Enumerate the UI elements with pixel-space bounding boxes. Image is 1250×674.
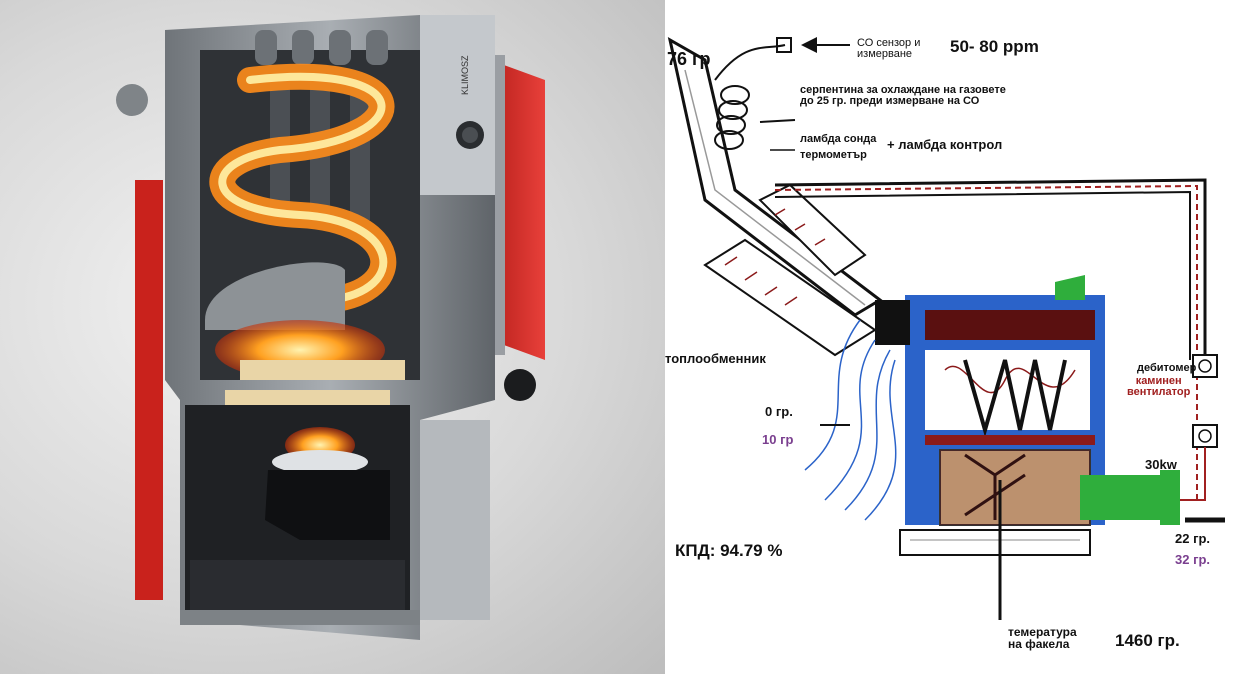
flow-meter-label: дебитомер [1137,362,1197,374]
cooling-coil [714,44,786,150]
chimney-fan-label: каминен вентилатор [1127,375,1191,398]
flame-temp-caption: темература на факела [1008,625,1077,651]
flow-meter-box [1192,354,1218,378]
power-label: 30kw [1145,457,1177,472]
co-sensor-label: СО сензор и измерване [857,37,921,60]
heat-exchanger-label: топлообменник [665,351,766,366]
return-temp-label: 22 гр. [1175,531,1211,546]
ash-tray [899,529,1091,556]
door-knob [504,369,536,401]
boiler-cutaway-image: KLIMOSZ [0,0,665,674]
boiler-illustration: KLIMOSZ [116,15,545,640]
lower-door [420,420,490,620]
side-red-panel [135,180,163,600]
ppm-label: 50- 80 ppm [950,37,1039,56]
front-upper-panel [420,15,495,195]
burner-box [265,470,390,540]
co-sensor-box [776,37,792,53]
chimney-fan-box [1192,424,1218,448]
side-flange [116,84,148,116]
baffles [963,359,1067,438]
boiler-schematic: 76 гр СО сензор и измерване 50- 80 ppm с… [665,0,1250,674]
deflector-plate [205,262,345,330]
return-temp-alt-label: 32 гр. [1175,552,1211,567]
coil-note-label: серпентина за охлаждане на газовете до 2… [800,84,1006,107]
brand-logo: KLIMOSZ [460,55,470,95]
thermometer-label: термометър [800,149,867,161]
temp-top-label: 76 гр [667,49,711,69]
flame-temp-value: 1460 гр. [1115,631,1180,650]
top-flue-channel [925,310,1095,340]
pellet-burner [1080,475,1170,520]
efficiency-label: КПД: 94.79 % [675,541,783,560]
schematic-drawing [667,37,1225,620]
inlet-temp-alt-label: 10 гр [762,432,794,447]
air-flow-lines [804,319,897,521]
lambda-control-label: + ламбда контрол [887,137,1003,152]
lambda-probe-label: ламбда сонда [800,133,877,145]
inlet-temp-label: 0 гр. [765,404,793,419]
